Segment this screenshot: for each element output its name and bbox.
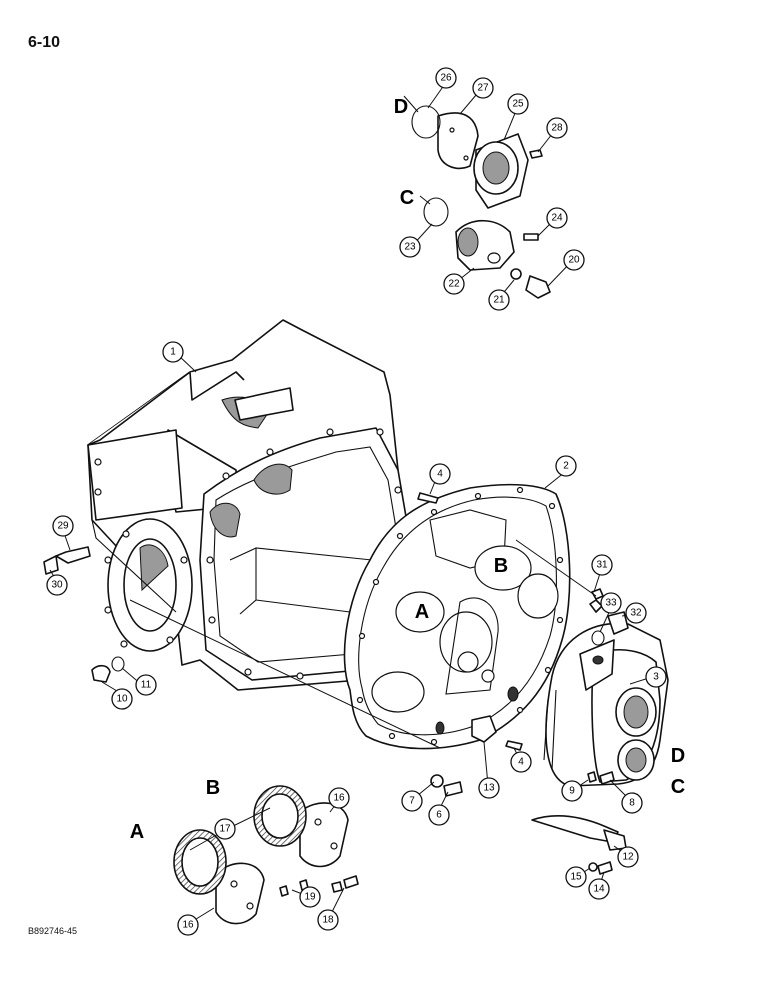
svg-text:30: 30: [51, 580, 63, 591]
callout-9: 9: [561, 780, 583, 802]
svg-text:6: 6: [436, 810, 442, 821]
svg-text:25: 25: [512, 99, 524, 110]
svg-text:26: 26: [440, 73, 452, 84]
callout-1: 1: [162, 341, 184, 363]
svg-text:14: 14: [593, 884, 605, 895]
callout-26: 26: [435, 67, 457, 89]
callout-23: 23: [399, 236, 421, 258]
callout-16-top: 16: [328, 787, 350, 809]
svg-text:24: 24: [551, 213, 563, 224]
callout-31: 31: [591, 554, 613, 576]
ref-letter-c-fitting: C: [400, 187, 414, 209]
svg-text:4: 4: [437, 469, 443, 480]
callout-24: 24: [546, 207, 568, 229]
callout-7: 7: [401, 790, 423, 812]
svg-text:9: 9: [569, 786, 575, 797]
svg-text:10: 10: [116, 694, 128, 705]
svg-text:31: 31: [596, 560, 608, 571]
ref-letter-c-pump: C: [671, 776, 685, 798]
small-hardware: [43, 492, 629, 897]
callout-20: 20: [563, 249, 585, 271]
ref-letter-b-plate: B: [494, 555, 508, 577]
callout-22: 22: [443, 273, 465, 295]
cover-assembly-25: [411, 105, 543, 209]
svg-text:11: 11: [141, 680, 152, 691]
svg-text:27: 27: [477, 83, 489, 94]
gear-plate: [343, 483, 571, 750]
svg-text:28: 28: [551, 123, 563, 134]
svg-text:21: 21: [493, 295, 505, 306]
ref-letter-d-pump: D: [671, 745, 685, 767]
svg-text:12: 12: [622, 852, 634, 863]
page-number: 6-10: [28, 34, 61, 51]
svg-text:19: 19: [304, 892, 316, 903]
svg-text:13: 13: [483, 783, 495, 794]
svg-text:29: 29: [57, 521, 69, 532]
callout-33: 33: [600, 592, 622, 614]
svg-text:17: 17: [219, 824, 231, 835]
svg-text:8: 8: [629, 798, 635, 809]
ref-letter-a-seal: A: [130, 821, 144, 843]
image-code: B892746-45: [28, 926, 78, 936]
svg-text:32: 32: [630, 608, 642, 619]
svg-text:4: 4: [518, 757, 524, 768]
callout-15: 15: [565, 866, 587, 888]
callout-2: 2: [555, 455, 577, 477]
svg-text:7: 7: [409, 796, 415, 807]
callout-12: 12: [617, 846, 639, 868]
bearing-covers: [173, 785, 349, 925]
fitting-assembly-22: [423, 197, 551, 299]
svg-text:33: 33: [605, 598, 617, 609]
callout-27: 27: [472, 77, 494, 99]
callout-30: 30: [46, 574, 68, 596]
ref-letter-b-seal: B: [206, 777, 220, 799]
callout-28: 28: [546, 117, 568, 139]
svg-text:20: 20: [568, 255, 580, 266]
callout-14: 14: [588, 878, 610, 900]
callout-6: 6: [428, 804, 450, 826]
svg-text:16: 16: [333, 793, 345, 804]
svg-text:3: 3: [653, 672, 659, 683]
callout-3: 3: [645, 666, 667, 688]
callout-21: 21: [488, 289, 510, 311]
pump-body: [543, 622, 669, 787]
callout-29: 29: [52, 515, 74, 537]
svg-text:16: 16: [182, 920, 194, 931]
svg-text:18: 18: [322, 915, 334, 926]
callout-4-top: 4: [429, 463, 451, 485]
callout-11: 11: [135, 674, 157, 696]
svg-text:15: 15: [570, 872, 582, 883]
callout-8: 8: [621, 792, 643, 814]
callout-32: 32: [625, 602, 647, 624]
callout-25: 25: [507, 93, 529, 115]
transmission-housing: [87, 319, 415, 691]
svg-text:23: 23: [404, 242, 416, 253]
callout-4-bottom: 4: [510, 751, 532, 773]
callout-16-bottom: 16: [177, 914, 199, 936]
callout-19: 19: [299, 886, 321, 908]
callout-10: 10: [111, 688, 133, 710]
callout-13: 13: [478, 777, 500, 799]
svg-text:2: 2: [563, 461, 569, 472]
ref-letter-a-plate: A: [415, 601, 429, 623]
ref-letter-d-cover: D: [394, 96, 408, 118]
svg-text:1: 1: [170, 347, 176, 358]
callout-17: 17: [214, 818, 236, 840]
svg-text:22: 22: [448, 279, 460, 290]
callout-18: 18: [317, 909, 339, 931]
